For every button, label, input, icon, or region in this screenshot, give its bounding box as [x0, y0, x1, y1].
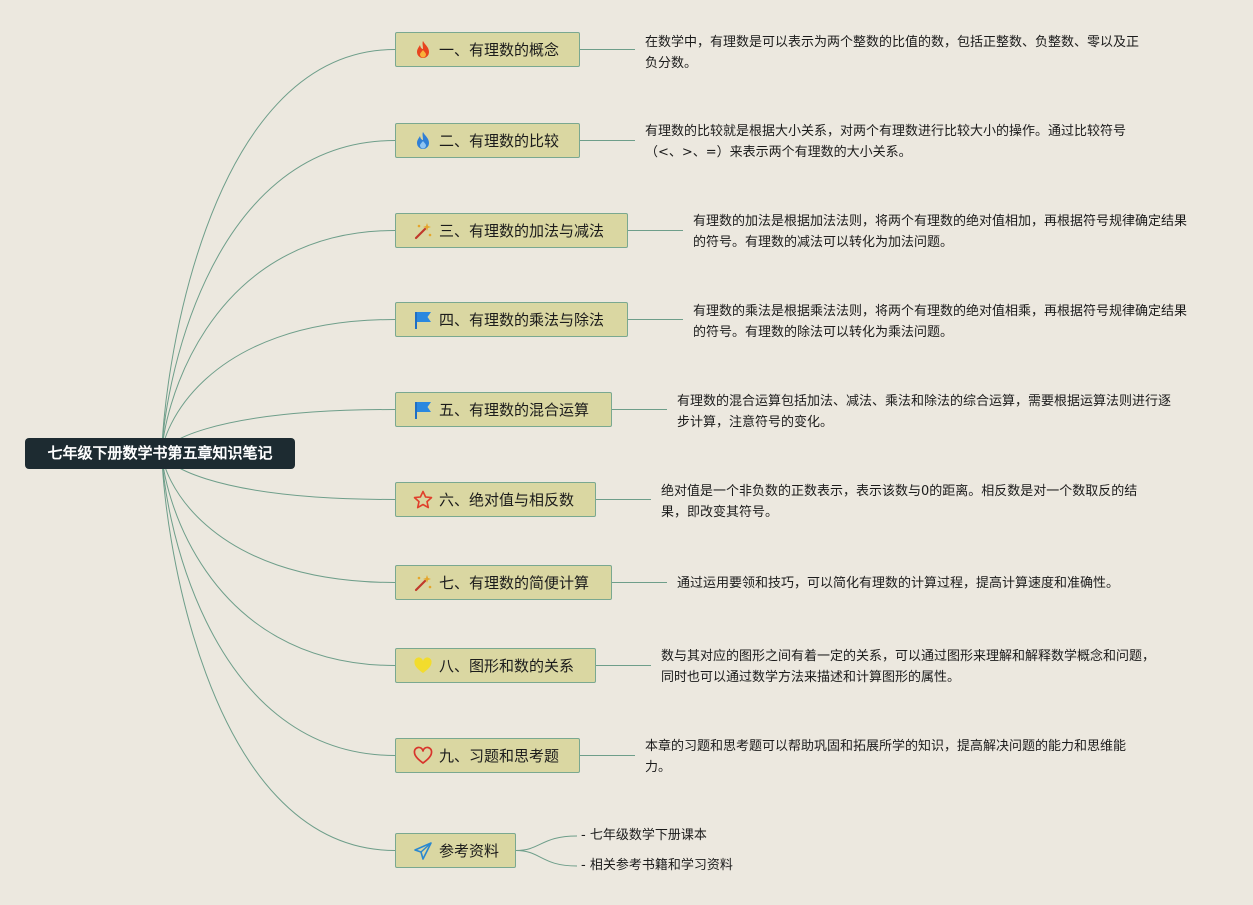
branch-description: 有理数的乘法是根据乘法法则，将两个有理数的绝对值相乘，再根据符号规律确定结果的符…	[693, 304, 1188, 340]
branch-mixed-operations[interactable]: 五、有理数的混合运算	[395, 392, 612, 427]
branch-references[interactable]: 参考资料	[395, 833, 516, 868]
reference-item: - 七年级数学下册课本	[581, 828, 707, 843]
branch-shape-number[interactable]: 八、图形和数的关系	[395, 648, 596, 683]
branch-label: 四、有理数的乘法与除法	[439, 311, 605, 329]
blue-flag-icon	[412, 399, 434, 421]
magic-wand-icon	[412, 220, 434, 242]
fire-icon	[412, 39, 434, 61]
paper-plane-icon	[412, 840, 434, 862]
root-branch-connector	[161, 140, 396, 454]
blue-flag-icon	[412, 309, 434, 331]
yellow-heart-icon	[412, 655, 434, 677]
root-branch-connector	[161, 452, 396, 666]
branch-label: 三、有理数的加法与减法	[439, 222, 605, 240]
branch-label: 九、习题和思考题	[439, 747, 560, 765]
root-branch-connector	[161, 230, 396, 454]
branch-simple-calculation[interactable]: 七、有理数的简便计算	[395, 565, 612, 600]
root-topic[interactable]: 七年级下册数学书第五章知识笔记	[25, 438, 295, 469]
branch-description: 通过运用要领和技巧，可以简化有理数的计算过程，提高计算速度和准确性。	[677, 576, 1120, 591]
root-branch-connector	[161, 452, 396, 756]
reference-connector	[515, 850, 578, 867]
branch-label: 六、绝对值与相反数	[439, 491, 575, 509]
star-outline-icon	[412, 489, 434, 511]
branch-description: 本章的习题和思考题可以帮助巩固和拓展所学的知识，提高解决问题的能力和思维能力。	[645, 739, 1127, 775]
heart-outline-icon	[412, 745, 434, 767]
branch-absolute-opposite[interactable]: 六、绝对值与相反数	[395, 482, 596, 517]
branch-description: 有理数的比较就是根据大小关系，对两个有理数进行比较大小的操作。通过比较符号（<、…	[645, 124, 1127, 160]
branch-label: 二、有理数的比较	[439, 132, 560, 150]
branch-description: 数与其对应的图形之间有着一定的关系，可以通过图形来理解和解释数学概念和问题，同时…	[661, 649, 1156, 685]
branch-label: 七、有理数的简便计算	[439, 574, 590, 592]
branch-label: 参考资料	[439, 842, 500, 860]
branch-description: 有理数的混合运算包括加法、减法、乘法和除法的综合运算，需要根据运算法则进行逐步计…	[677, 394, 1172, 430]
branch-rational-concept[interactable]: 一、有理数的概念	[395, 32, 580, 67]
reference-connector	[515, 835, 578, 851]
root-branch-connector	[161, 452, 396, 851]
branch-description: 有理数的加法是根据加法法则，将两个有理数的绝对值相加，再根据符号规律确定结果的符…	[693, 214, 1188, 250]
branch-multiplication-division[interactable]: 四、有理数的乘法与除法	[395, 302, 628, 337]
branch-exercises[interactable]: 九、习题和思考题	[395, 738, 580, 773]
fire-icon	[412, 130, 434, 152]
branch-label: 五、有理数的混合运算	[439, 401, 590, 419]
magic-wand-icon	[412, 572, 434, 594]
branch-addition-subtraction[interactable]: 三、有理数的加法与减法	[395, 213, 628, 248]
branch-label: 八、图形和数的关系	[439, 657, 575, 675]
branch-rational-comparison[interactable]: 二、有理数的比较	[395, 123, 580, 158]
root-branch-connector	[161, 452, 396, 583]
root-branch-connector	[161, 319, 396, 454]
branch-label: 一、有理数的概念	[439, 41, 560, 59]
branch-description: 在数学中，有理数是可以表示为两个整数的比值的数，包括正整数、负整数、零以及正负分…	[645, 35, 1140, 71]
branch-description: 绝对值是一个非负数的正数表示，表示该数与0的距离。相反数是对一个数取反的结果，即…	[661, 484, 1138, 520]
root-branch-connector	[161, 49, 396, 454]
reference-item: - 相关参考书籍和学习资料	[581, 858, 733, 873]
